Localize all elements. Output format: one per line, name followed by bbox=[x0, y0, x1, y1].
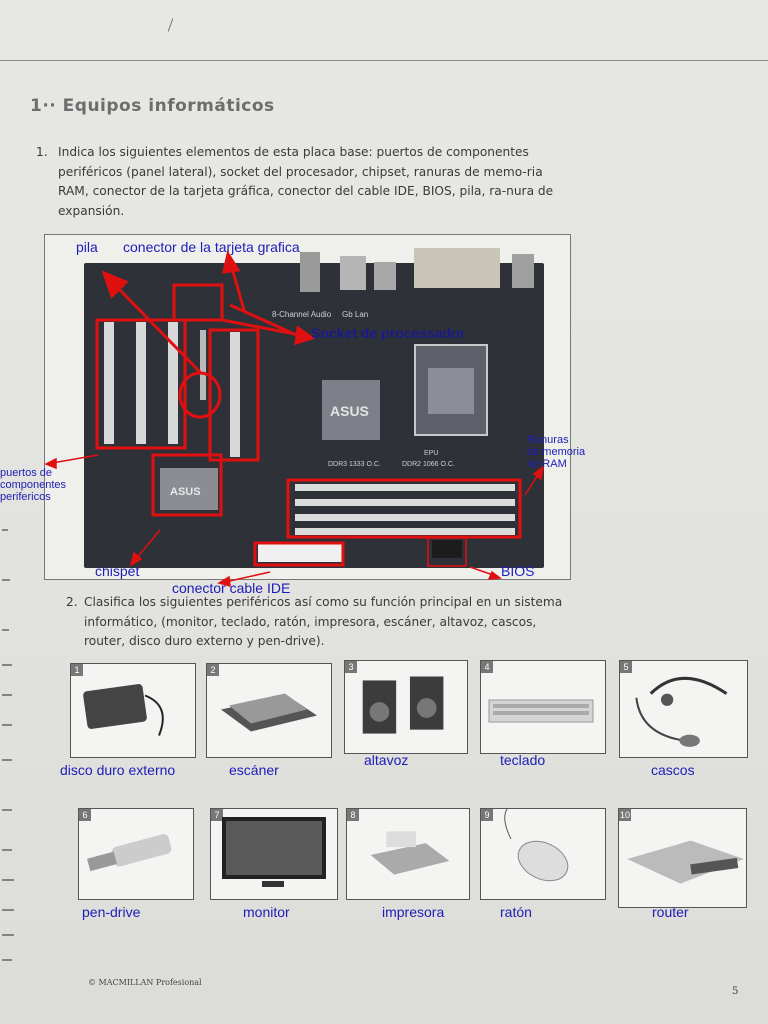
board-lan-label: Gb Lan bbox=[342, 310, 368, 319]
peripheral-card-3: 3 bbox=[344, 660, 468, 754]
annotation-graphics-connector: conector de la tarjeta grafica bbox=[123, 239, 300, 255]
graphics-connector-highlight bbox=[172, 283, 224, 322]
peripheral-number: 5 bbox=[620, 661, 632, 673]
question-1-text: Indica los siguientes elementos de esta … bbox=[58, 145, 554, 218]
annotation-cpu-socket: Socket de processador bbox=[311, 325, 466, 341]
peripheral-number: 8 bbox=[347, 809, 359, 821]
board-ddr3-label: DDR3 1333 O.C. bbox=[328, 461, 381, 468]
peripheral-label-1: disco duro externo bbox=[60, 762, 176, 778]
annotation-bios: BIOS bbox=[501, 563, 535, 579]
peripheral-label-10: router bbox=[652, 904, 689, 920]
bios-highlight bbox=[427, 537, 467, 567]
peripheral-card-1: 1 bbox=[70, 663, 196, 758]
question-2-text: Clasifica los siguientes periféricos así… bbox=[84, 595, 563, 648]
ram-slots-highlight bbox=[286, 478, 522, 539]
annotation-pila: pila bbox=[76, 239, 98, 255]
peripheral-label-5: cascos bbox=[651, 762, 695, 778]
peripheral-card-10: 10 bbox=[618, 808, 747, 908]
annotation-chipset: chispet bbox=[95, 563, 140, 579]
margin-marks bbox=[2, 529, 14, 961]
question-1-number: 1. bbox=[36, 145, 48, 159]
question-1: 1. Indica los siguientes elementos de es… bbox=[36, 143, 576, 221]
battery-highlight bbox=[178, 371, 222, 419]
peripheral-card-7: 7 bbox=[210, 808, 338, 900]
expansion-slots-highlight bbox=[95, 318, 187, 450]
peripheral-label-4: teclado bbox=[500, 752, 546, 768]
publisher-footer: © MACMILLAN Profesional bbox=[88, 978, 202, 987]
board-asus-logo: ASUS bbox=[330, 403, 369, 419]
top-rule bbox=[0, 60, 768, 61]
board-ddr2-label: DDR2 1066 O.C. bbox=[402, 461, 455, 468]
peripheral-label-7: monitor bbox=[243, 904, 290, 920]
ide-connector-highlight bbox=[253, 541, 345, 567]
board-audio-label: 8-Channel Audio bbox=[272, 310, 332, 319]
peripheral-label-8: impresora bbox=[382, 904, 445, 920]
peripheral-card-2: 2 bbox=[206, 663, 332, 758]
annotation-ide-connector: conector cable IDE bbox=[172, 580, 291, 596]
board-epu-label: EPU bbox=[424, 450, 438, 457]
page-number: 5 bbox=[732, 986, 739, 997]
question-2-number: 2. bbox=[66, 595, 78, 609]
peripheral-label-6: pen-drive bbox=[82, 904, 141, 920]
chipset-highlight bbox=[151, 453, 223, 517]
peripheral-label-3: altavoz bbox=[364, 752, 409, 768]
section-title: 1·· Equipos informáticos bbox=[30, 96, 275, 116]
chipset-asus-logo: ASUS bbox=[170, 486, 201, 498]
peripheral-label-9: ratón bbox=[500, 904, 532, 920]
peripheral-card-5: 5 bbox=[619, 660, 748, 758]
pcie-slot-highlight bbox=[208, 328, 260, 462]
peripheral-card-4: 4 bbox=[480, 660, 606, 754]
peripheral-card-8: 8 bbox=[346, 808, 470, 900]
peripheral-card-6: 6 bbox=[78, 808, 194, 900]
peripheral-number: 6 bbox=[79, 809, 91, 821]
peripheral-number: 10 bbox=[619, 809, 631, 821]
question-2: 2. Clasifica los siguientes periféricos … bbox=[66, 593, 566, 652]
peripheral-number: 1 bbox=[71, 664, 83, 676]
peripheral-number: 3 bbox=[345, 661, 357, 673]
peripheral-number: 4 bbox=[481, 661, 493, 673]
peripheral-label-2: escáner bbox=[229, 762, 279, 778]
peripheral-number: 9 bbox=[481, 809, 493, 821]
peripheral-card-9: 9 bbox=[480, 808, 606, 900]
peripheral-number: 7 bbox=[211, 809, 223, 821]
peripheral-number: 2 bbox=[207, 664, 219, 676]
